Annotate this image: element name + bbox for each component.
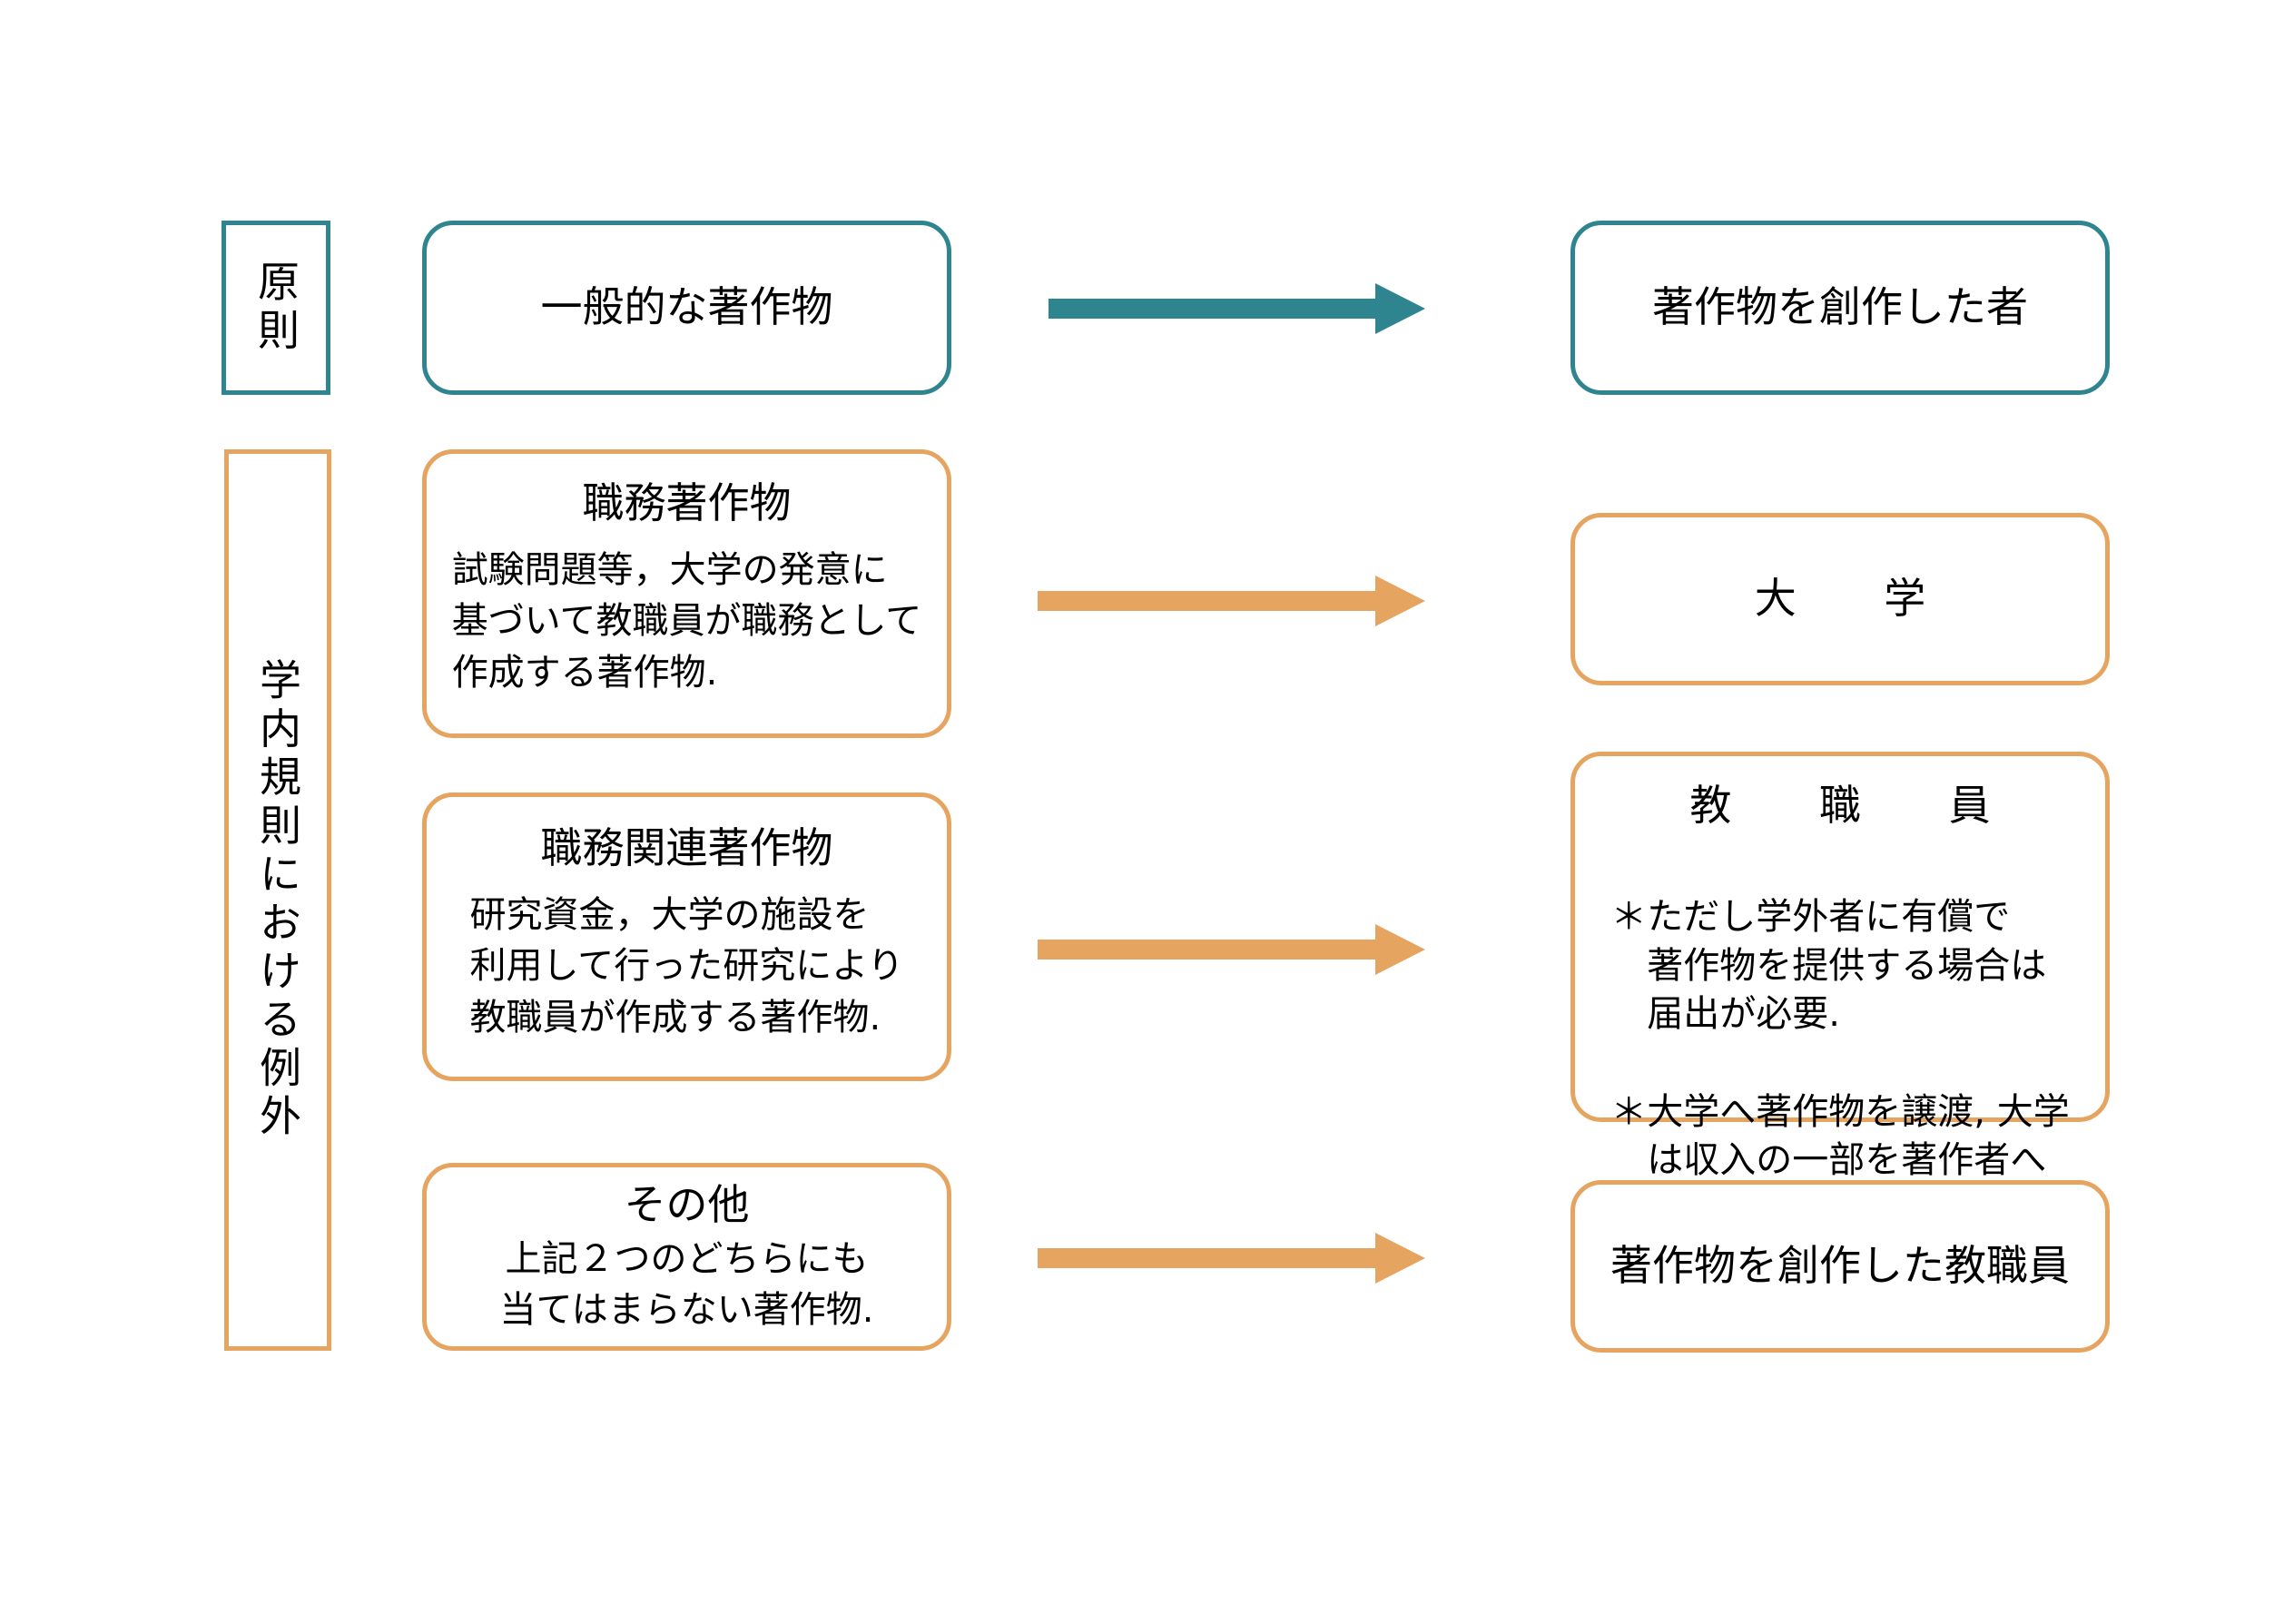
target-title-general-work: 著作物を創作した者: [1652, 282, 2028, 332]
target-note-item: ＊ただし学外者に有償で 著作物を提供する場合は 届出が必要.: [1610, 896, 2047, 1036]
target-box-general-work: 著作物を創作した者: [1570, 221, 2110, 395]
source-body-work-for-hire: 試験問題等，大学の発意に 基づいて教職員が職務として 作成する著作物.: [451, 548, 922, 694]
source-title-general-work: 一般的な著作物: [540, 282, 833, 332]
target-box-other-work: 著作物を創作した教職員: [1570, 1180, 2110, 1353]
source-title-work-for-hire: 職務著作物: [582, 478, 792, 527]
source-title-other-work: その他: [624, 1179, 750, 1229]
source-body-other-work: 上記２つのどちらにも 当てはまらない著作物.: [499, 1237, 874, 1332]
arrow-right-orange-duty-related-work: [1038, 924, 1425, 975]
source-box-general-work: 一般的な著作物: [422, 221, 951, 395]
source-body-duty-related-work: 研究資金，大学の施設を 利用して行った研究により 教職員が作成する著作物.: [469, 893, 904, 1039]
source-box-work-for-hire: 職務著作物 試験問題等，大学の発意に 基づいて教職員が職務として 作成する著作物…: [422, 449, 951, 738]
category-principle-label: 原則: [251, 259, 300, 357]
arrow-right-teal-general-work: [1048, 283, 1425, 334]
source-box-duty-related-work: 職務関連著作物 研究資金，大学の施設を 利用して行った研究により 教職員が作成す…: [422, 792, 951, 1081]
target-note-item: ＊大学へ著作物を譲渡, 大学 は収入の一部を著作者へ 分配.: [1610, 1090, 2070, 1230]
category-exception-box: 学内規則における例外: [224, 449, 331, 1351]
arrow-right-orange-work-for-hire: [1038, 576, 1425, 626]
category-exception-label: 学内規則における例外: [253, 657, 302, 1143]
target-box-duty-related-work: 教 職 員 ＊ただし学外者に有償で 著作物を提供する場合は 届出が必要. ＊大学…: [1570, 752, 2110, 1230]
category-principle-box: 原則: [222, 221, 330, 395]
source-title-duty-related-work: 職務関連著作物: [540, 823, 833, 872]
target-title-duty-related-work: 教 職 員: [1689, 781, 2013, 830]
target-notes-duty-related-work: ＊ただし学外者に有償で 著作物を提供する場合は 届出が必要. ＊大学へ著作物を譲…: [1610, 845, 2069, 1283]
target-title-other-work: 著作物を創作した教職員: [1610, 1241, 2070, 1291]
arrow-right-orange-other-work: [1038, 1233, 1425, 1284]
source-box-other-work: その他 上記２つのどちらにも 当てはまらない著作物.: [422, 1163, 951, 1351]
target-title-work-for-hire: 大 学: [1754, 574, 1949, 624]
target-box-work-for-hire: 大 学: [1570, 513, 2110, 685]
